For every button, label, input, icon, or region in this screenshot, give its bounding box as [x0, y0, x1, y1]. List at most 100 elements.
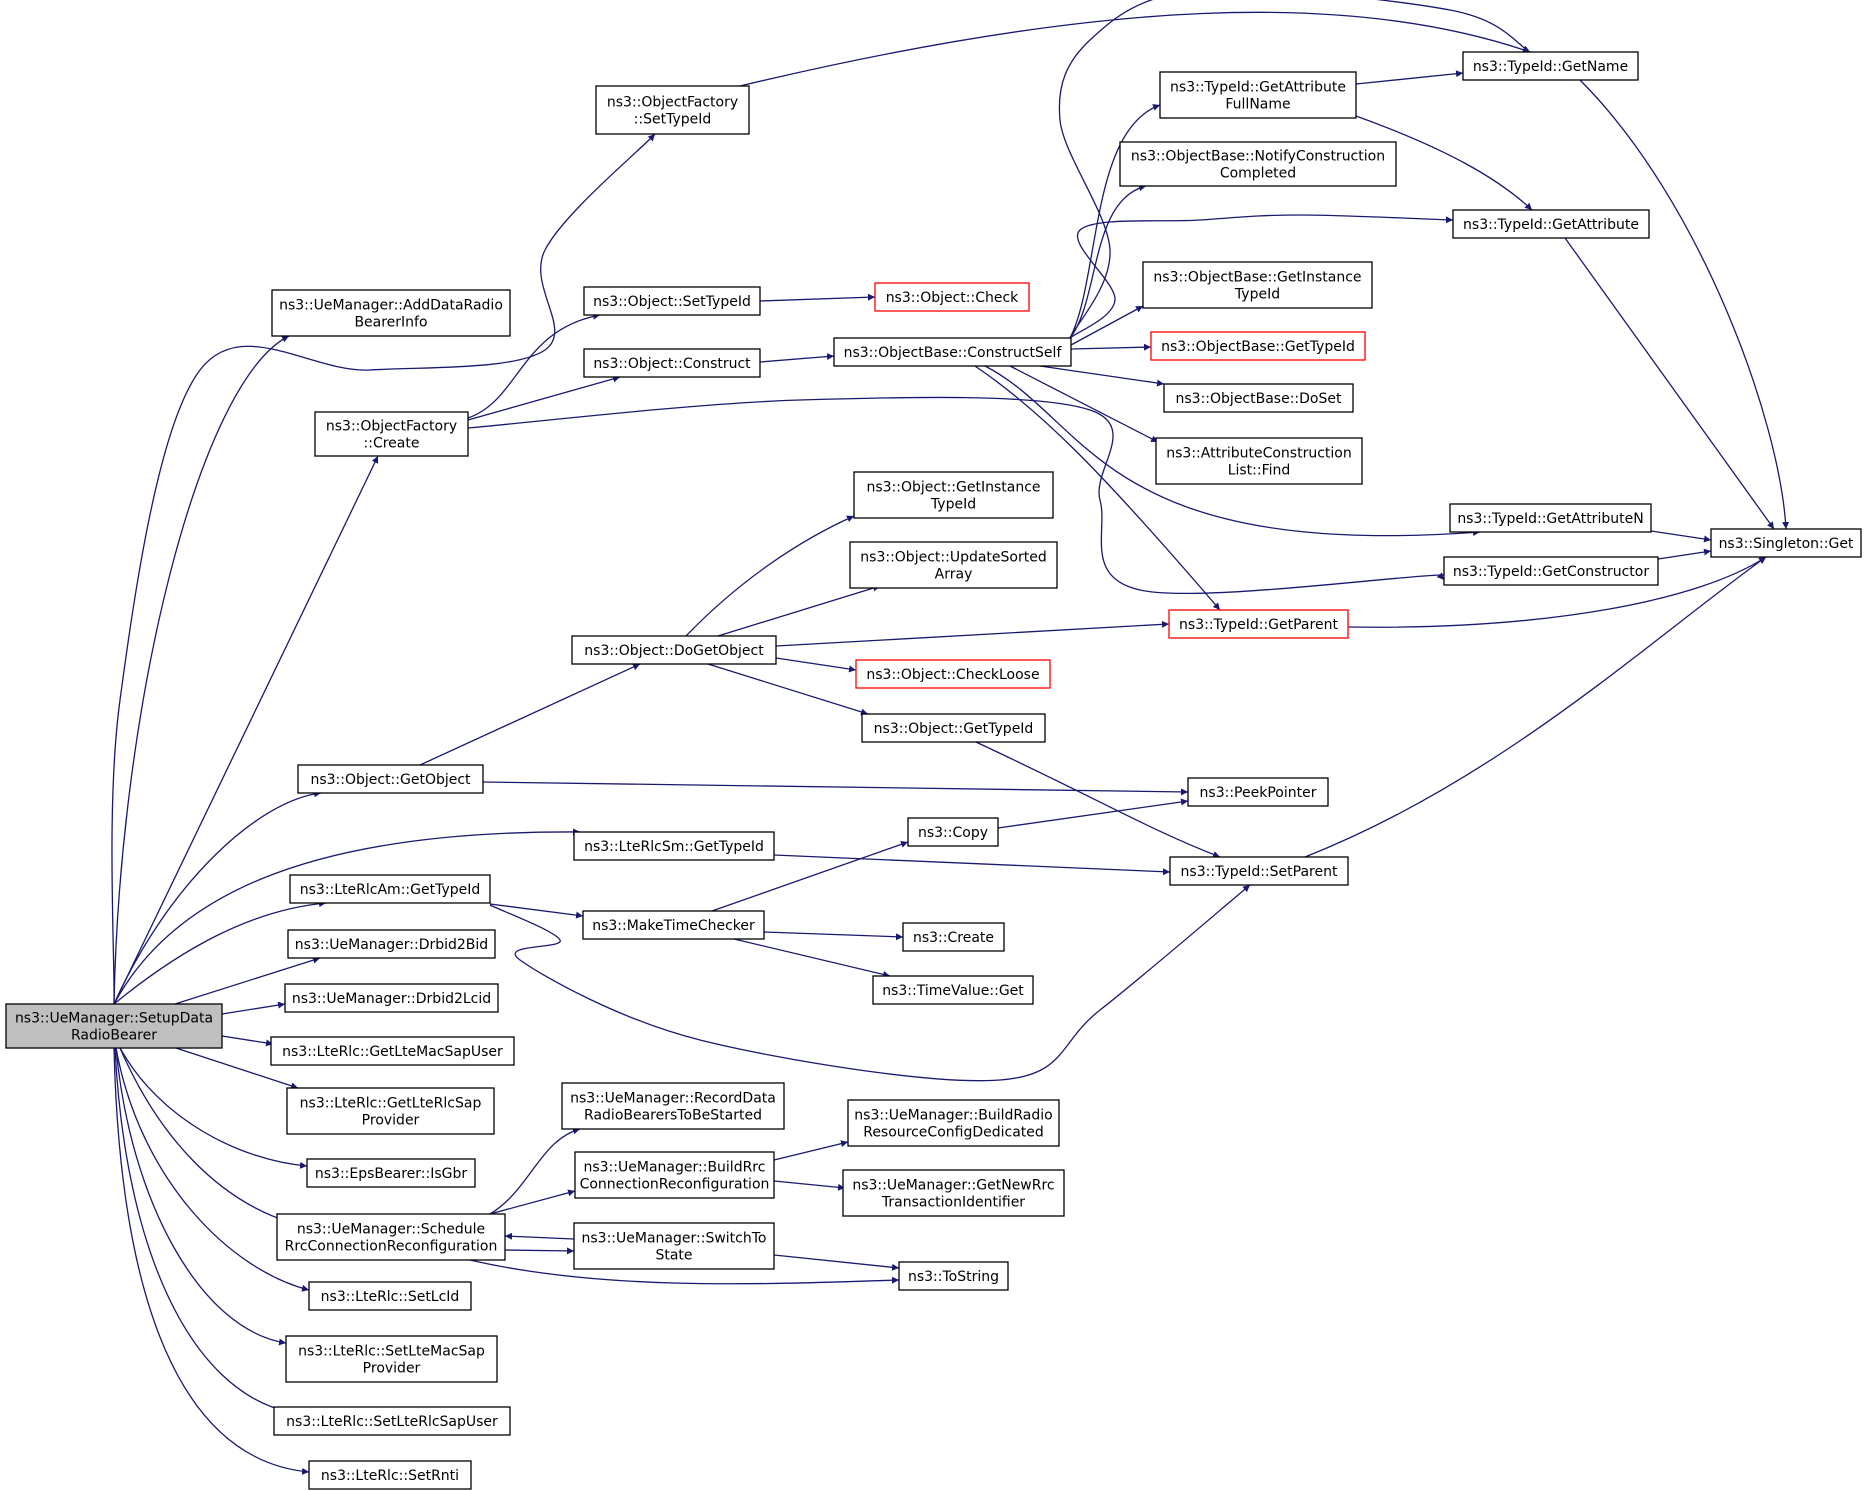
- node-box[interactable]: [1159, 71, 1357, 119]
- node-box[interactable]: [1449, 503, 1652, 533]
- node-setrlcsapuser[interactable]: ns3::LteRlc::SetLteRlcSapUser: [273, 1406, 511, 1436]
- node-box[interactable]: [1169, 856, 1349, 886]
- node-objsettype[interactable]: ns3::Object::SetTypeId: [583, 286, 761, 316]
- node-box[interactable]: [297, 764, 484, 794]
- node-getparent[interactable]: ns3::TypeId::GetParent: [1168, 609, 1349, 639]
- node-box[interactable]: [1462, 51, 1639, 81]
- node-getname[interactable]: ns3::TypeId::GetName: [1462, 51, 1639, 81]
- node-box[interactable]: [849, 541, 1058, 589]
- node-box[interactable]: [907, 817, 999, 847]
- node-newrrc[interactable]: ns3::UeManager::GetNewRrcTransactionIden…: [842, 1169, 1065, 1217]
- node-drbid2bid[interactable]: ns3::UeManager::Drbid2Bid: [287, 929, 496, 959]
- node-drbid2lcid[interactable]: ns3::UeManager::Drbid2Lcid: [284, 983, 499, 1013]
- node-box[interactable]: [284, 983, 499, 1013]
- node-box[interactable]: [853, 471, 1054, 519]
- node-copy[interactable]: ns3::Copy: [907, 817, 999, 847]
- node-ofsettype[interactable]: ns3::ObjectFactory::SetTypeId: [595, 85, 750, 135]
- node-box[interactable]: [1142, 261, 1373, 309]
- node-box[interactable]: [582, 910, 765, 940]
- node-notify[interactable]: ns3::ObjectBase::NotifyConstructionCompl…: [1119, 141, 1397, 187]
- node-rlcsm[interactable]: ns3::LteRlcSm::GetTypeId: [573, 831, 775, 861]
- node-box[interactable]: [874, 282, 1030, 312]
- node-box[interactable]: [270, 1036, 515, 1066]
- node-dosetb[interactable]: ns3::ObjectBase::DoSet: [1163, 383, 1354, 413]
- node-mktc[interactable]: ns3::MakeTimeChecker: [582, 910, 765, 940]
- node-box[interactable]: [1443, 556, 1659, 586]
- node-recdata[interactable]: ns3::UeManager::RecordDataRadioBearersTo…: [561, 1082, 785, 1130]
- node-box[interactable]: [571, 635, 777, 665]
- node-getctor[interactable]: ns3::TypeId::GetConstructor: [1443, 556, 1659, 586]
- node-isgbr[interactable]: ns3::EpsBearer::IsGbr: [306, 1158, 476, 1188]
- node-setrnti[interactable]: ns3::LteRlc::SetRnti: [308, 1460, 472, 1490]
- node-box[interactable]: [289, 874, 491, 904]
- node-box[interactable]: [1710, 528, 1862, 558]
- node-schedule[interactable]: ns3::UeManager::ScheduleRrcConnectionRec…: [276, 1213, 506, 1261]
- node-checkloose[interactable]: ns3::Object::CheckLoose: [855, 659, 1051, 689]
- node-box[interactable]: [314, 411, 469, 457]
- node-rlcam[interactable]: ns3::LteRlcAm::GetTypeId: [289, 874, 491, 904]
- node-box[interactable]: [1163, 383, 1354, 413]
- node-getobject[interactable]: ns3::Object::GetObject: [297, 764, 484, 794]
- node-box[interactable]: [842, 1169, 1065, 1217]
- node-ofcreate[interactable]: ns3::ObjectFactory::Create: [314, 411, 469, 457]
- node-objgettypeid[interactable]: ns3::Object::GetTypeId: [861, 713, 1046, 743]
- node-constructself[interactable]: ns3::ObjectBase::ConstructSelf: [833, 337, 1072, 367]
- node-objcheck[interactable]: ns3::Object::Check: [874, 282, 1030, 312]
- node-box[interactable]: [898, 1261, 1009, 1291]
- node-box[interactable]: [1168, 609, 1349, 639]
- node-setlcid[interactable]: ns3::LteRlc::SetLcId: [308, 1281, 472, 1311]
- node-box[interactable]: [573, 831, 775, 861]
- node-box[interactable]: [285, 1335, 498, 1383]
- node-box[interactable]: [902, 922, 1005, 952]
- node-box[interactable]: [847, 1099, 1060, 1147]
- node-box[interactable]: [276, 1213, 506, 1261]
- node-obgettypeid[interactable]: ns3::ObjectBase::GetTypeId: [1150, 331, 1366, 361]
- node-box[interactable]: [1155, 437, 1363, 485]
- node-dogetobj[interactable]: ns3::Object::DoGetObject: [571, 635, 777, 665]
- node-box[interactable]: [872, 975, 1034, 1005]
- node-create[interactable]: ns3::Create: [902, 922, 1005, 952]
- node-getattr[interactable]: ns3::TypeId::GetAttribute: [1452, 209, 1650, 239]
- node-box[interactable]: [308, 1460, 472, 1490]
- node-box[interactable]: [574, 1151, 775, 1199]
- node-box[interactable]: [287, 929, 496, 959]
- node-box[interactable]: [1187, 777, 1329, 807]
- node-box[interactable]: [286, 1087, 495, 1135]
- node-box[interactable]: [573, 1222, 775, 1270]
- node-box[interactable]: [583, 286, 761, 316]
- node-peek[interactable]: ns3::PeekPointer: [1187, 777, 1329, 807]
- node-buildrrc[interactable]: ns3::UeManager::BuildRrcConnectionReconf…: [574, 1151, 775, 1199]
- node-box[interactable]: [5, 1003, 223, 1049]
- node-tostring[interactable]: ns3::ToString: [898, 1261, 1009, 1291]
- node-singleton[interactable]: ns3::Singleton::Get: [1710, 528, 1862, 558]
- node-box[interactable]: [306, 1158, 476, 1188]
- node-box[interactable]: [308, 1281, 472, 1311]
- node-getltemac[interactable]: ns3::LteRlc::GetLteMacSapUser: [270, 1036, 515, 1066]
- node-box[interactable]: [833, 337, 1072, 367]
- node-setparent[interactable]: ns3::TypeId::SetParent: [1169, 856, 1349, 886]
- node-box[interactable]: [273, 1406, 511, 1436]
- node-box[interactable]: [1119, 141, 1397, 187]
- node-box[interactable]: [583, 348, 761, 378]
- node-box[interactable]: [861, 713, 1046, 743]
- node-box[interactable]: [595, 85, 750, 135]
- node-buildradio[interactable]: ns3::UeManager::BuildRadioResourceConfig…: [847, 1099, 1060, 1147]
- node-getattrn[interactable]: ns3::TypeId::GetAttributeN: [1449, 503, 1652, 533]
- node-objconstruct[interactable]: ns3::Object::Construct: [583, 348, 761, 378]
- node-box[interactable]: [561, 1082, 785, 1130]
- node-box[interactable]: [1150, 331, 1366, 361]
- node-box[interactable]: [1452, 209, 1650, 239]
- node-tvget[interactable]: ns3::TimeValue::Get: [872, 975, 1034, 1005]
- node-box[interactable]: [855, 659, 1051, 689]
- node-box[interactable]: [271, 289, 511, 337]
